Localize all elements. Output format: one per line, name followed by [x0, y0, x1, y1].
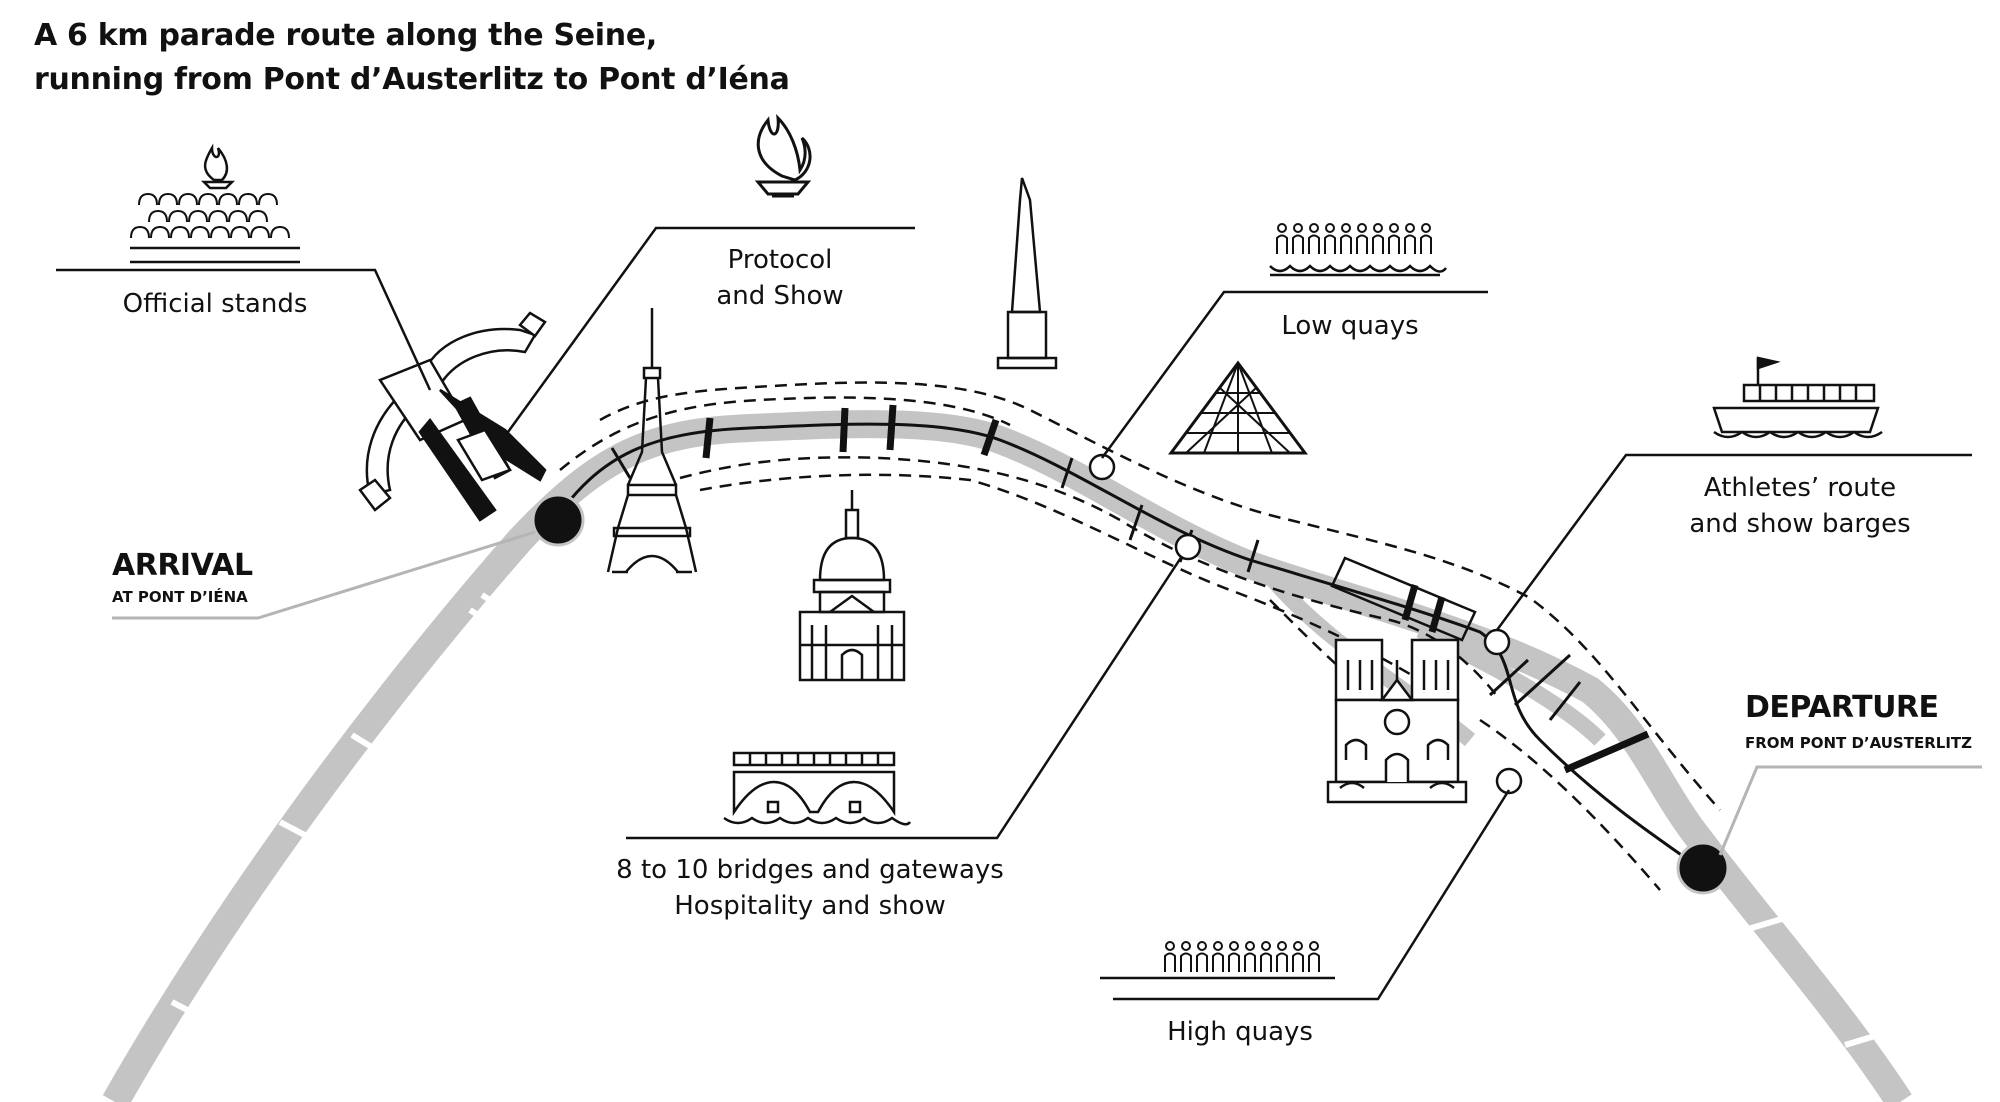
- label-bridges-line-1: 8 to 10 bridges and gateways: [616, 855, 1004, 885]
- obelisk-icon: [996, 177, 1058, 370]
- map-title: A 6 km parade route along the Seine, run…: [34, 14, 790, 102]
- title-line-2: running from Pont d’Austerlitz to Pont d…: [34, 62, 790, 97]
- low-quays-crowd-icon: [1269, 223, 1447, 273]
- invalides-dome-icon: [798, 490, 906, 682]
- label-protocol-show: Protocol and Show: [680, 242, 880, 314]
- label-bridges-line-2: Hospitality and show: [674, 891, 946, 921]
- arrival-point: [531, 493, 585, 547]
- label-low-quays: Low quays: [1281, 311, 1419, 341]
- official-stands-icon: [130, 143, 290, 239]
- departure-subtitle: FROM PONT D’AUSTERLITZ: [1745, 734, 1973, 752]
- label-athletes-route: Athletes’ route and show barges: [1665, 470, 1935, 542]
- label-athletes-route-line-2: and show barges: [1689, 509, 1911, 539]
- arrival-subtitle: AT PONT D’IÉNA: [112, 588, 248, 606]
- leader-lines: [56, 226, 1972, 1001]
- high-quays-crowd-icon: [1164, 941, 1320, 973]
- label-high-quays: High quays: [1167, 1017, 1313, 1047]
- olympic-flame-icon: [754, 113, 812, 198]
- title-line-1: A 6 km parade route along the Seine,: [34, 18, 657, 53]
- notre-dame-icon: [1326, 638, 1468, 804]
- label-protocol-show-line-2: and Show: [716, 281, 844, 311]
- label-protocol-show-line-1: Protocol: [727, 245, 833, 275]
- departure-title: DEPARTURE: [1745, 690, 1939, 725]
- bridge-icon: [723, 751, 912, 826]
- label-bridges: 8 to 10 bridges and gateways Hospitality…: [580, 852, 1040, 924]
- louvre-pyramid-icon: [1168, 360, 1308, 455]
- departure-point: [1676, 841, 1730, 895]
- label-athletes-route-line-1: Athletes’ route: [1703, 473, 1897, 503]
- label-official-stands: Official stands: [122, 289, 308, 319]
- arrival-title: ARRIVAL: [112, 548, 253, 583]
- eiffel-tower-icon: [606, 308, 698, 574]
- seine-river: [102, 410, 1912, 1102]
- show-barge-icon: [1712, 356, 1883, 439]
- trocadero-icon: [358, 311, 547, 522]
